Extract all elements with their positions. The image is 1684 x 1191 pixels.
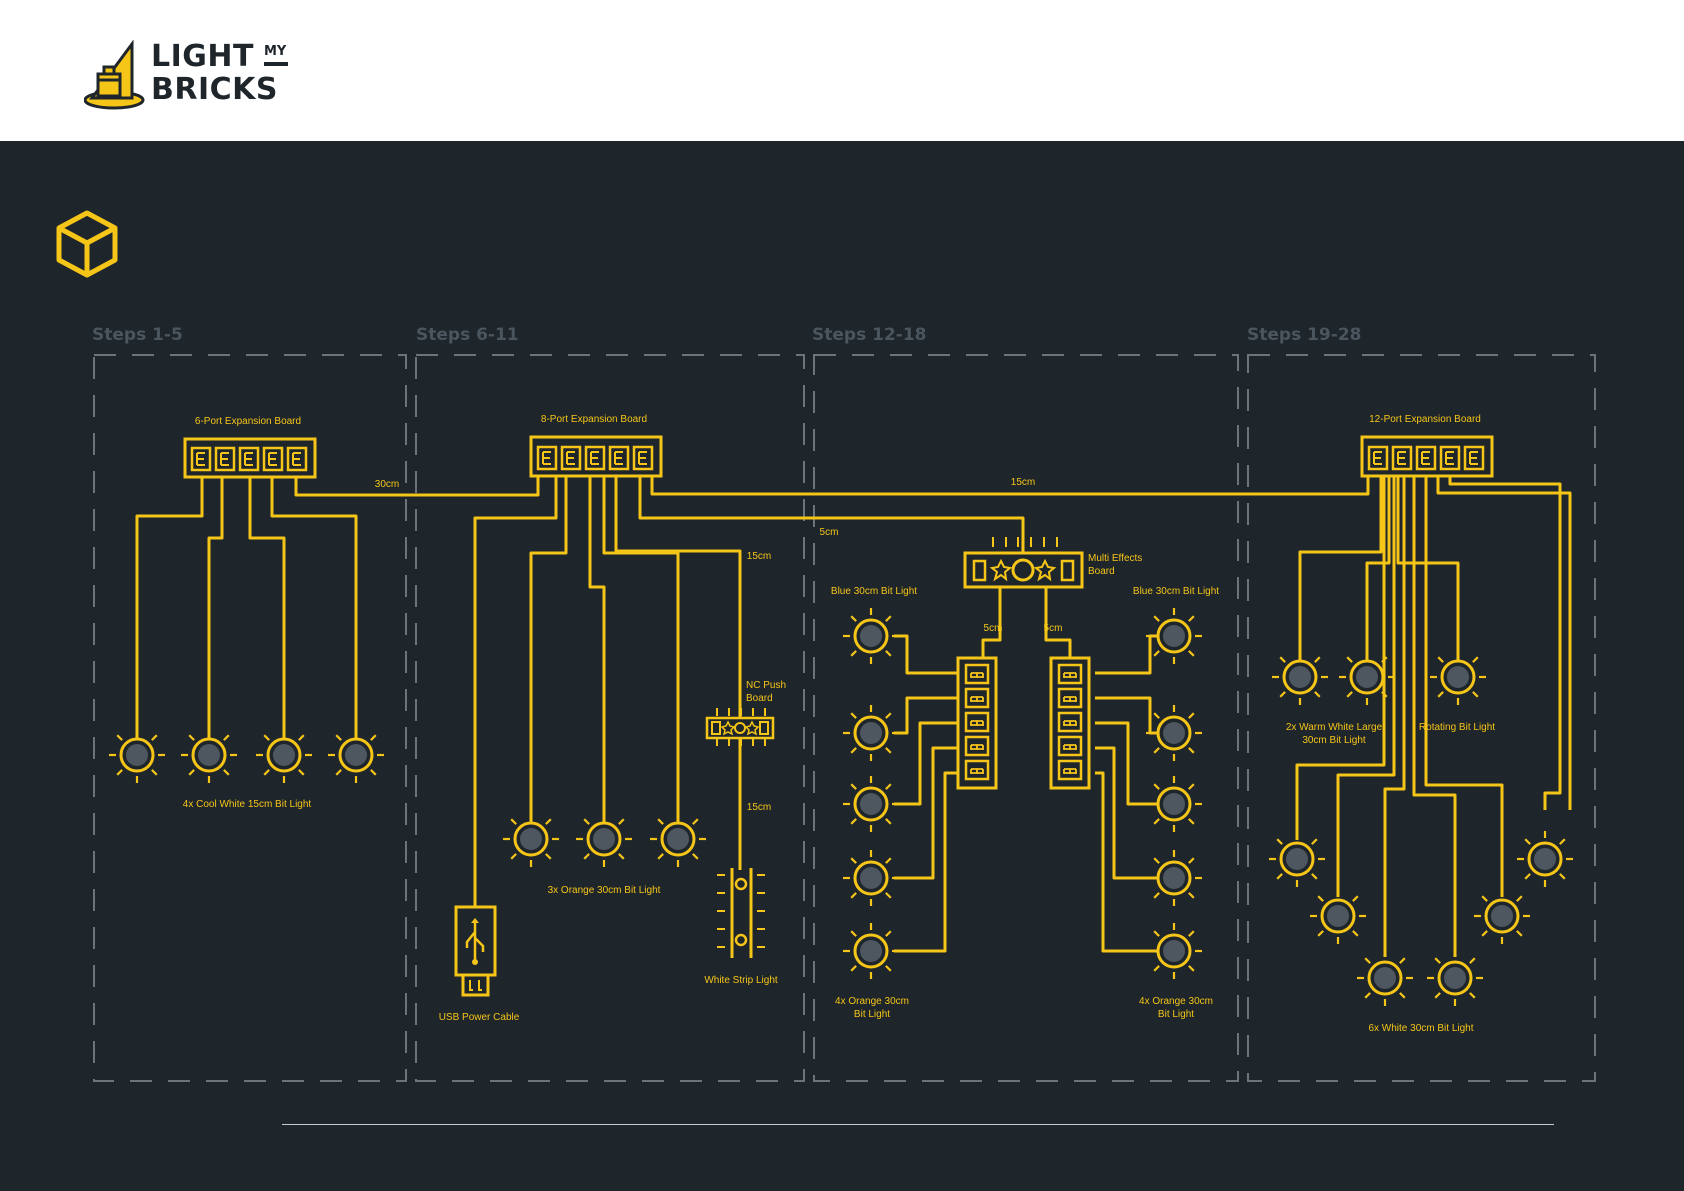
label-cable-5cm-left: 5cm	[984, 623, 1003, 634]
bit-light-icon	[1474, 888, 1530, 944]
cable-wires	[135, 474, 1572, 957]
label-multi-effects-2: Board	[1088, 566, 1115, 577]
label-orange-right-2: Bit Light	[1158, 1009, 1194, 1020]
bit-light-icon	[650, 811, 706, 867]
bit-light-icon	[1272, 649, 1328, 705]
bit-light-icon	[181, 727, 237, 783]
brand-line-1: LIGHT	[151, 39, 254, 74]
board-8-port	[529, 435, 663, 478]
bit-light-icon	[1339, 649, 1395, 705]
splitter-board-left	[956, 656, 998, 790]
header: LIGHT MY BRICKS	[0, 0, 1684, 141]
brand-line-2: BRICKS	[151, 72, 278, 107]
bit-light-icon	[843, 850, 899, 906]
bit-light-icon	[843, 608, 899, 664]
bit-light-icon	[1269, 831, 1325, 887]
package-box-icon	[56, 210, 118, 278]
board-12-port	[1360, 435, 1494, 478]
bit-light-icon	[1517, 831, 1573, 887]
label-orange-3x: 3x Orange 30cm Bit Light	[548, 885, 661, 896]
usb-power-cable-icon	[454, 905, 497, 997]
bit-light-icon	[1430, 649, 1486, 705]
bit-light-icon	[256, 727, 312, 783]
label-warm-white-2: 30cm Bit Light	[1302, 735, 1366, 746]
step-label-3: Steps 12-18	[812, 325, 926, 345]
brand-bar	[264, 62, 288, 66]
multi-effects-board	[963, 537, 1084, 589]
bit-light-icon	[503, 811, 559, 867]
bit-light-icon	[1310, 888, 1366, 944]
bit-light-icon	[1146, 776, 1202, 832]
step-label-2: Steps 6-11	[416, 325, 519, 345]
label-nc-push-1: NC Push	[746, 680, 786, 691]
label-cool-white: 4x Cool White 15cm Bit Light	[183, 799, 312, 810]
bit-light-icon	[843, 923, 899, 979]
label-blue-left: Blue 30cm Bit Light	[831, 586, 917, 597]
nc-push-board	[705, 708, 775, 746]
label-12-port-board: 12-Port Expansion Board	[1369, 414, 1481, 425]
label-cable-30cm: 30cm	[375, 479, 399, 490]
bit-light-icon	[1357, 950, 1413, 1006]
wiring-diagram: Steps 1-5 Steps 6-11 Steps 12-18 Steps 1…	[56, 210, 1596, 1082]
splitter-board-right	[1049, 656, 1091, 790]
bit-light-icon	[1427, 950, 1483, 1006]
bit-light-icon	[1146, 850, 1202, 906]
label-rotating: Rotating Bit Light	[1419, 722, 1495, 733]
label-6-port-board: 6-Port Expansion Board	[195, 416, 301, 427]
step-label-1: Steps 1-5	[92, 325, 183, 345]
label-white-strip: White Strip Light	[704, 975, 778, 986]
label-cable-15cm-top: 15cm	[1011, 477, 1035, 488]
footer-divider	[282, 1124, 1554, 1125]
board-6-port	[183, 437, 317, 479]
label-orange-right-1: 4x Orange 30cm	[1139, 996, 1213, 1007]
label-8-port-board: 8-Port Expansion Board	[541, 414, 647, 425]
label-usb-cable: USB Power Cable	[439, 1012, 520, 1023]
brick-lamp-icon	[84, 40, 145, 110]
step-box-3	[813, 354, 1239, 1082]
white-strip-light-icon	[717, 868, 765, 958]
wiring-diagram-area: Steps 1-5 Steps 6-11 Steps 12-18 Steps 1…	[0, 141, 1684, 1191]
label-blue-right: Blue 30cm Bit Light	[1133, 586, 1219, 597]
step-box-4	[1247, 354, 1596, 1082]
bit-light-icon	[843, 776, 899, 832]
label-white-6x: 6x White 30cm Bit Light	[1368, 1023, 1473, 1034]
label-multi-effects-1: Multi Effects	[1088, 553, 1142, 564]
bit-light-icon	[109, 727, 165, 783]
label-warm-white-1: 2x Warm White Large	[1286, 722, 1383, 733]
step-label-4: Steps 19-28	[1247, 325, 1361, 345]
bit-light-icon	[843, 705, 899, 761]
bit-light-icon	[1146, 705, 1202, 761]
bit-light-icon	[1146, 923, 1202, 979]
label-cable-5cm: 5cm	[820, 527, 839, 538]
step-box-2	[415, 354, 805, 1082]
label-cable-15cm-b: 15cm	[747, 802, 771, 813]
label-cable-5cm-right: 5cm	[1044, 623, 1063, 634]
label-orange-left-1: 4x Orange 30cm	[835, 996, 909, 1007]
bit-light-icon	[328, 727, 384, 783]
step-box-1	[93, 354, 407, 1082]
bit-light-icon	[1146, 608, 1202, 664]
bit-light-icon	[576, 811, 632, 867]
brand-my: MY	[264, 44, 287, 59]
label-nc-push-2: Board	[746, 693, 773, 704]
label-orange-left-2: Bit Light	[854, 1009, 890, 1020]
label-cable-15cm-a: 15cm	[747, 551, 771, 562]
